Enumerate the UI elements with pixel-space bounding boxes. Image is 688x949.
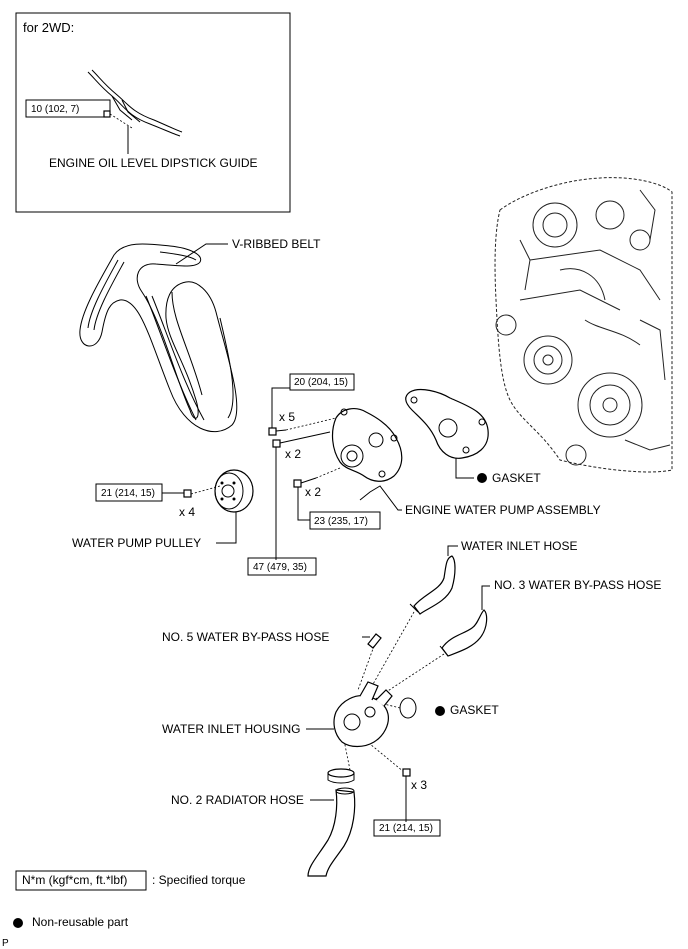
no2-radiator-hose-label: NO. 2 RADIATOR HOSE xyxy=(171,793,304,807)
no3-bypass-hose-label: NO. 3 WATER BY-PASS HOSE xyxy=(494,578,661,592)
inset-torque: 10 (102, 7) xyxy=(31,104,79,115)
legend-non-reusable-icon xyxy=(13,918,23,928)
torque-pump-upper: 20 (204, 15) xyxy=(294,377,348,388)
housing-bolt-x3-icon xyxy=(402,768,411,777)
pump-bolt-x5-icon xyxy=(268,427,287,436)
legend: N*m (kgf*cm, ft.*lbf) : Specified torque… xyxy=(13,870,246,929)
gasket-label-2: GASKET xyxy=(450,703,499,717)
hose-clamp-illustration xyxy=(327,768,355,784)
legend-nonreusable-label: Non-reusable part xyxy=(32,915,129,929)
legend-torque-desc: : Specified torque xyxy=(152,873,246,887)
no2-radiator-hose-illustration xyxy=(307,787,356,877)
pump-gasket-illustration xyxy=(405,388,489,459)
corner-mark: P xyxy=(2,938,9,949)
dipstick-bolt-icon xyxy=(103,110,111,118)
water-pump-pulley-label: WATER PUMP PULLEY xyxy=(72,536,201,550)
water-inlet-housing-illustration xyxy=(333,681,393,748)
qty-x4: x 4 xyxy=(179,505,195,519)
qty-x5: x 5 xyxy=(279,410,295,424)
pump-long-bolt-x2-icon xyxy=(272,431,331,448)
housing-gasket-illustration xyxy=(399,697,417,719)
water-inlet-housing-label: WATER INLET HOUSING xyxy=(162,722,300,736)
pulley-bolt-x4-icon xyxy=(183,489,192,498)
torque-pulley: 21 (214, 15) xyxy=(101,488,155,499)
v-ribbed-belt-illustration xyxy=(79,243,238,433)
qty-x2-lower: x 2 xyxy=(305,485,321,499)
inset-2wd: for 2WD: 10 (102, 7) ENGINE OIL LEVEL DI… xyxy=(15,12,291,213)
water-inlet-hose-illustration xyxy=(409,555,456,615)
water-inlet-hose-label: WATER INLET HOSE xyxy=(461,539,577,553)
torque-housing: 21 (214, 15) xyxy=(379,823,433,834)
torque-pump-lower: 23 (235, 17) xyxy=(314,516,368,527)
engine-block-illustration xyxy=(494,177,673,473)
inset-title: for 2WD: xyxy=(23,20,74,35)
dipstick-guide-label: ENGINE OIL LEVEL DIPSTICK GUIDE xyxy=(49,156,258,170)
qty-x2-upper: x 2 xyxy=(285,447,301,461)
water-pump-illustration xyxy=(331,408,403,482)
legend-torque-box: N*m (kgf*cm, ft.*lbf) xyxy=(22,873,127,887)
torque-pump-long: 47 (479, 35) xyxy=(253,562,307,573)
water-pump-label: ENGINE WATER PUMP ASSEMBLY xyxy=(405,503,601,517)
v-ribbed-belt-label: V-RIBBED BELT xyxy=(232,237,321,251)
non-reusable-mark-icon xyxy=(477,473,487,483)
qty-x3: x 3 xyxy=(411,778,427,792)
gasket-label-1: GASKET xyxy=(492,471,541,485)
no5-bypass-hose-label: NO. 5 WATER BY-PASS HOSE xyxy=(162,630,329,644)
no3-bypass-hose-illustration xyxy=(439,609,488,657)
water-pump-pulley-illustration xyxy=(214,469,254,513)
no5-bypass-hose-illustration xyxy=(367,633,382,649)
non-reusable-mark-icon-2 xyxy=(435,706,445,716)
